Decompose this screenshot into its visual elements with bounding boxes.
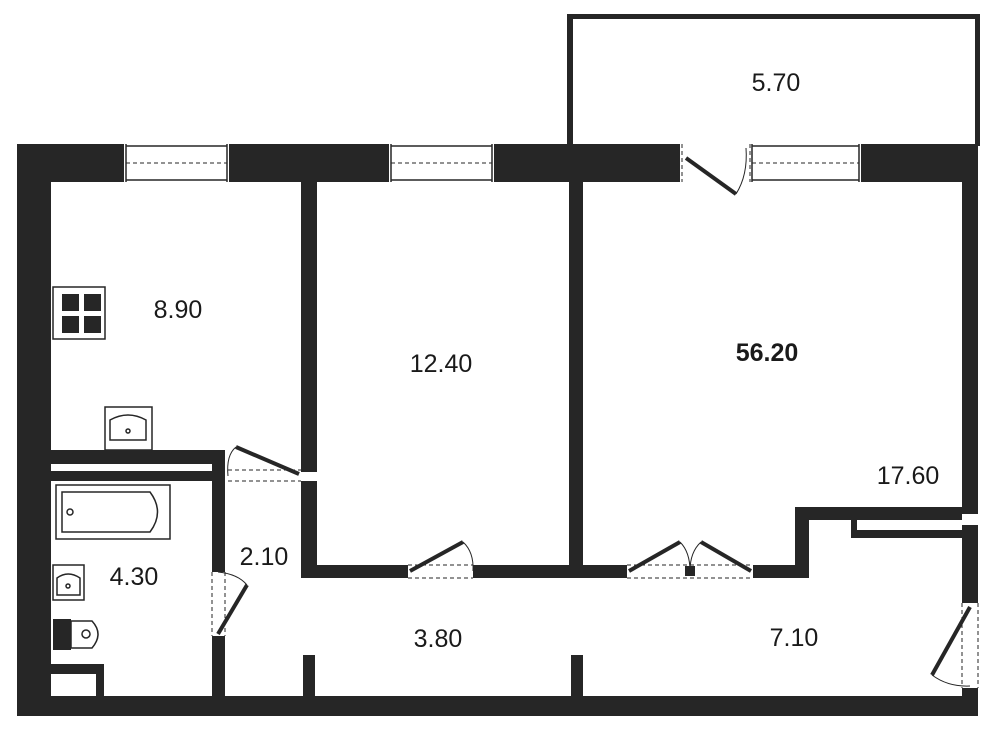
window-kitchen (125, 144, 228, 182)
door-balcony (681, 144, 751, 196)
door-entrance (930, 603, 979, 688)
door-bedroom (408, 540, 474, 579)
hall-area-label: 3.80 (414, 625, 463, 653)
corridor-area-label: 7.10 (770, 624, 819, 652)
living-room-area-label: 17.60 (877, 462, 940, 490)
bathroom-area-label: 4.30 (110, 563, 159, 591)
outer-walls (17, 144, 978, 716)
bedroom-area-label: 12.40 (410, 350, 473, 378)
wc-area-label: 2.10 (240, 543, 289, 571)
balcony (567, 14, 980, 146)
kitchen-area-label: 8.90 (154, 296, 203, 324)
washbasin-icon (52, 564, 85, 601)
toilet-icon (53, 619, 99, 650)
total-area-label: 56.20 (736, 339, 799, 367)
interior-walls (51, 182, 962, 696)
window-bedroom (390, 144, 493, 182)
stove-icon (52, 286, 106, 340)
door-wc (211, 571, 249, 636)
door-living (627, 540, 753, 579)
door-kitchen (227, 445, 301, 482)
window-living (751, 144, 860, 182)
sink-icon (104, 406, 153, 451)
balcony-area-label: 5.70 (752, 69, 801, 97)
bathtub-icon (55, 484, 171, 540)
